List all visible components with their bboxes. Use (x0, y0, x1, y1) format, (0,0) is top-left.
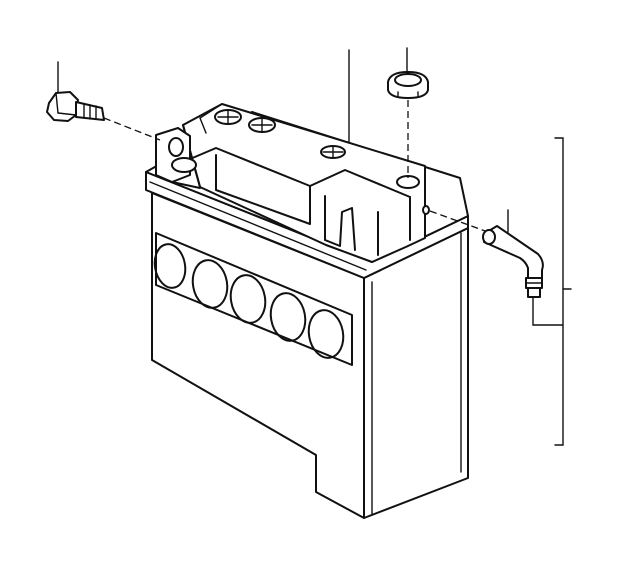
cell-window-band (153, 232, 353, 366)
battery (145, 103, 469, 519)
cell-window (229, 274, 267, 324)
cap-seat (396, 175, 420, 189)
leader-hose-end (532, 297, 564, 326)
callout-leaders (57, 47, 572, 446)
left-terminal (155, 127, 201, 189)
cell-window (191, 259, 229, 309)
cap-top (394, 73, 422, 87)
cell-window (153, 243, 187, 289)
elbow-opening (482, 229, 496, 245)
hex-bolt (46, 91, 161, 141)
bolt-axis (103, 117, 161, 141)
bolt-head (46, 91, 79, 122)
top-screws (214, 109, 346, 159)
group-bracket (554, 137, 564, 446)
cover-step (215, 154, 411, 225)
vent-elbow (429, 210, 544, 298)
elbow-tip (527, 287, 541, 298)
vent-port (422, 205, 430, 215)
cell-window (307, 309, 345, 359)
terminal-cap (387, 71, 429, 178)
cell-window (269, 292, 307, 342)
